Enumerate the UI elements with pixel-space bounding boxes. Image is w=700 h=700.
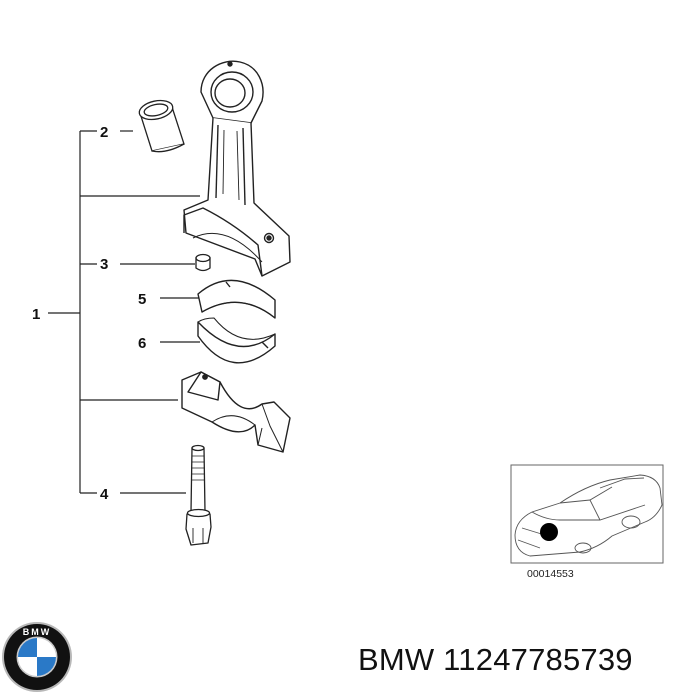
lower-bearing-shell bbox=[197, 317, 276, 364]
bmw-logo: BMW bbox=[2, 622, 72, 692]
brand-part-number: BMW 11247785739 bbox=[358, 642, 633, 677]
bolt-part bbox=[185, 444, 212, 546]
leader-lines bbox=[48, 130, 200, 494]
callout-6: 6 bbox=[138, 335, 146, 352]
rod-cap-part bbox=[181, 371, 291, 453]
logo-lettering: BMW bbox=[23, 627, 52, 637]
callout-2: 2 bbox=[100, 124, 108, 141]
upper-bearing-shell bbox=[197, 279, 276, 319]
location-marker bbox=[540, 523, 558, 541]
callout-3: 3 bbox=[100, 256, 108, 273]
car-silhouette bbox=[514, 474, 663, 557]
callout-1: 1 bbox=[32, 306, 40, 323]
callout-4: 4 bbox=[100, 486, 109, 503]
callout-5: 5 bbox=[138, 291, 146, 308]
bushing-part bbox=[138, 99, 185, 153]
figure-number: 00014553 bbox=[527, 568, 574, 580]
connecting-rod-part bbox=[183, 60, 291, 277]
dowel-part bbox=[195, 253, 211, 272]
locator-inset: 00014553 bbox=[510, 464, 664, 580]
